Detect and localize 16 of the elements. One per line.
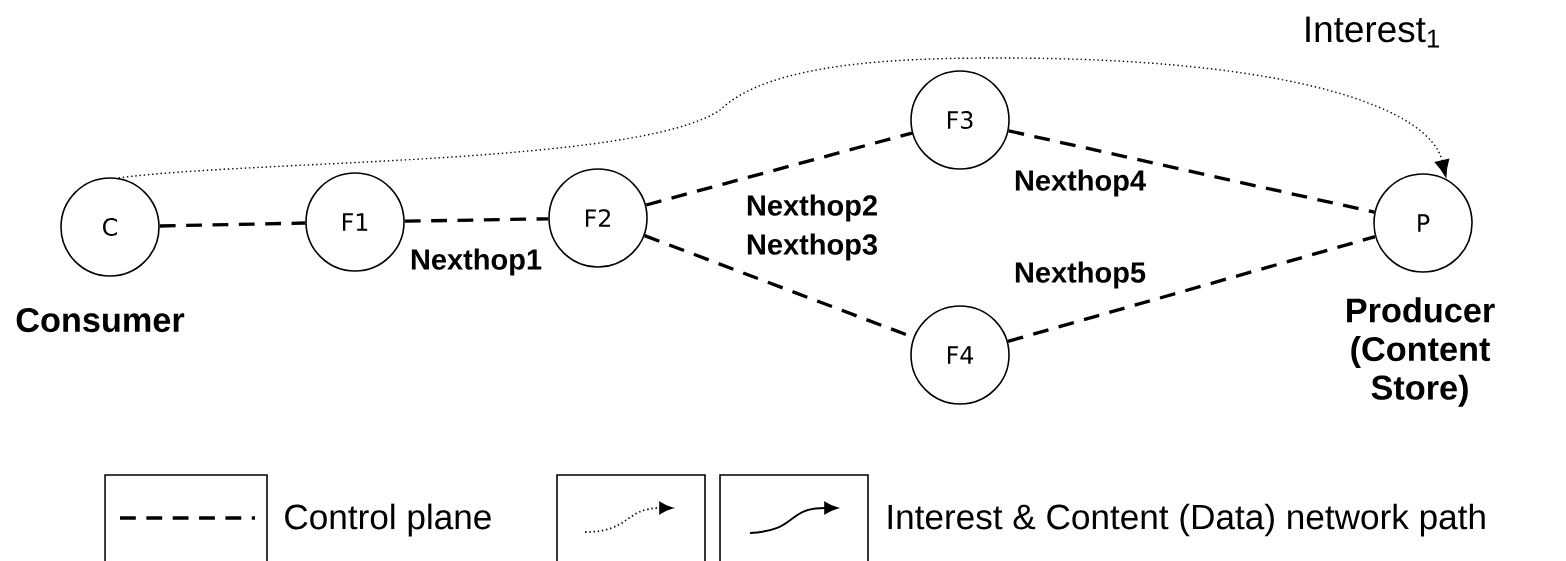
edge-label: Nexthop4 (1012, 167, 1148, 199)
node-caption: Producer (Content Store) (1347, 297, 1495, 407)
edge-label: Nexthop5 (1012, 259, 1148, 291)
connector (404, 217, 549, 223)
legend-text: Interest & Content (Data) network path (888, 503, 1485, 537)
connector (117, 57, 1450, 179)
connector (1008, 129, 1375, 214)
node-caption: Consumer (16, 307, 185, 333)
edge-label: Nexthop1 (408, 246, 544, 278)
connector (159, 221, 306, 228)
connector (1007, 235, 1376, 343)
connector (645, 131, 913, 207)
legend-text: Control plane (285, 503, 491, 537)
edge-label: Nexthop2 (744, 192, 880, 224)
edge-label: Interest$_{1}$ (1301, 14, 1443, 50)
edge-label: Nexthop3 (744, 231, 880, 263)
